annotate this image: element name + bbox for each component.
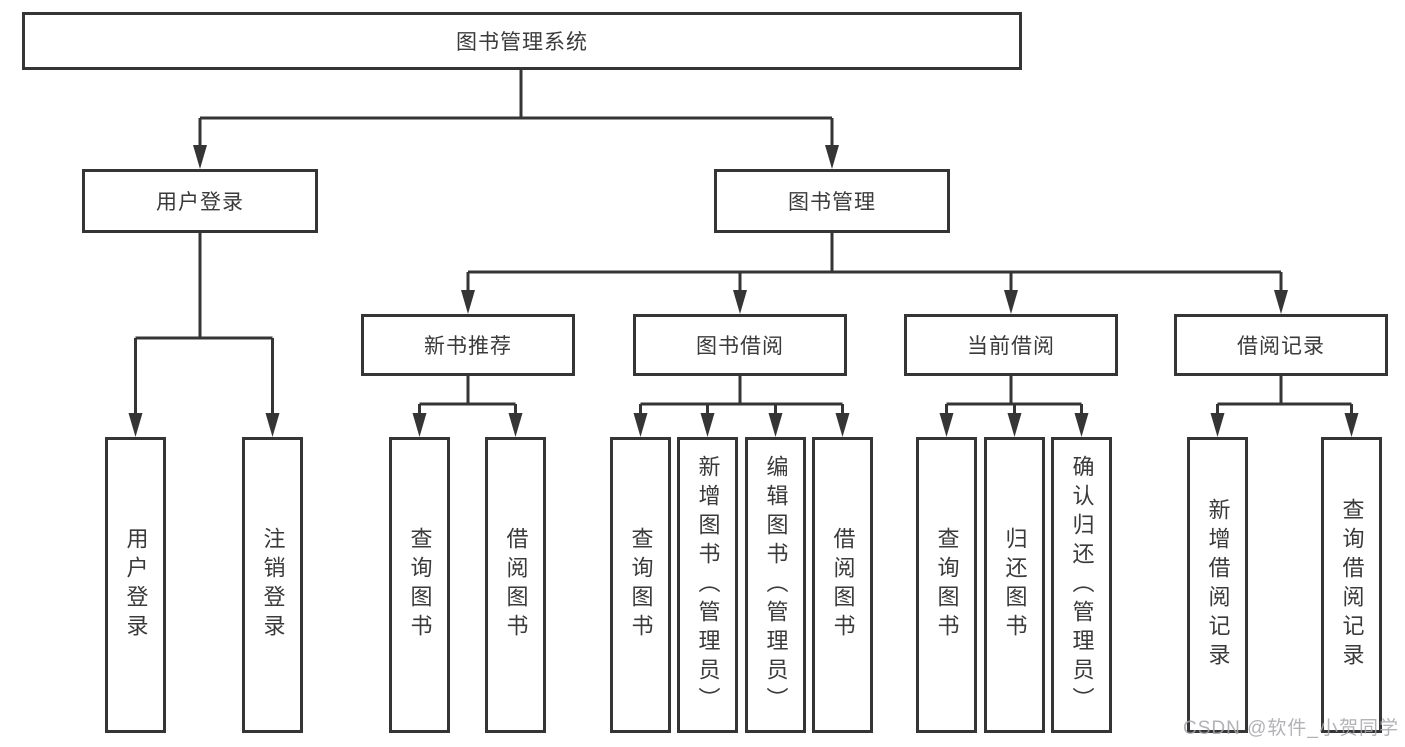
leaf-edit-books-admin: 编辑图书（管理员） (745, 437, 806, 733)
leaf-borrow-books-recommend: 借阅图书 (485, 437, 546, 733)
leaf-borrow-books: 借阅图书 (812, 437, 873, 733)
leaf-query-borrow-record: 查询借阅记录 (1321, 437, 1382, 733)
node-book-borrow: 图书借阅 (633, 314, 847, 376)
leaf-user-login: 用户登录 (105, 437, 166, 733)
node-root-library-system: 图书管理系统 (22, 12, 1022, 70)
leaf-confirm-return-admin: 确认归还（管理员） (1051, 437, 1112, 733)
node-book-management: 图书管理 (714, 169, 950, 233)
leaf-return-books: 归还图书 (984, 437, 1045, 733)
leaf-query-books-borrow: 查询图书 (610, 437, 671, 733)
node-user-login: 用户登录 (82, 169, 318, 233)
leaf-query-books-recommend: 查询图书 (389, 437, 450, 733)
leaf-query-books-current: 查询图书 (916, 437, 977, 733)
leaf-logout: 注销登录 (242, 437, 303, 733)
node-current-borrow: 当前借阅 (904, 314, 1118, 376)
node-new-book-recommend: 新书推荐 (361, 314, 575, 376)
node-borrow-records: 借阅记录 (1174, 314, 1388, 376)
leaf-add-books-admin: 新增图书（管理员） (677, 437, 738, 733)
leaf-add-borrow-record: 新增借阅记录 (1187, 437, 1248, 733)
csdn-watermark: CSDN @软件_小贺同学 (1183, 718, 1399, 739)
